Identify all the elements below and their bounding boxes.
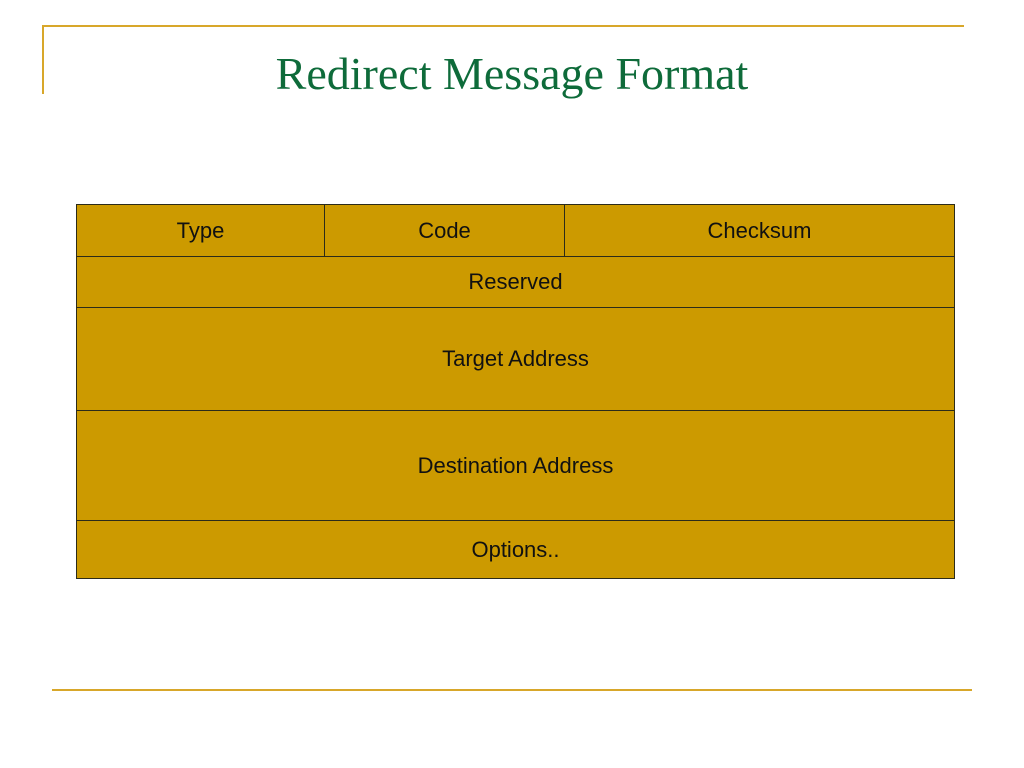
field-options: Options.. — [471, 537, 560, 562]
field-target-address: Target Address — [442, 346, 589, 371]
field-destination-address: Destination Address — [417, 452, 614, 478]
packet-row-destination-address: Destination Address — [77, 411, 954, 521]
frame-left-line — [42, 25, 44, 94]
frame-top-line — [42, 25, 964, 27]
field-reserved: Reserved — [468, 269, 563, 294]
field-checksum: Checksum — [564, 205, 954, 256]
redirect-message-diagram: Type Code Checksum Reserved Target Addre… — [76, 204, 955, 579]
packet-row-options: Options.. — [77, 521, 954, 579]
packet-row-header: Type Code Checksum — [77, 205, 954, 257]
field-code: Code — [324, 205, 564, 256]
packet-row-reserved: Reserved — [77, 257, 954, 308]
packet-row-target-address: Target Address — [77, 308, 954, 411]
frame-bottom-line — [52, 689, 972, 691]
slide-title: Redirect Message Format — [275, 48, 749, 99]
field-type: Type — [176, 217, 225, 243]
